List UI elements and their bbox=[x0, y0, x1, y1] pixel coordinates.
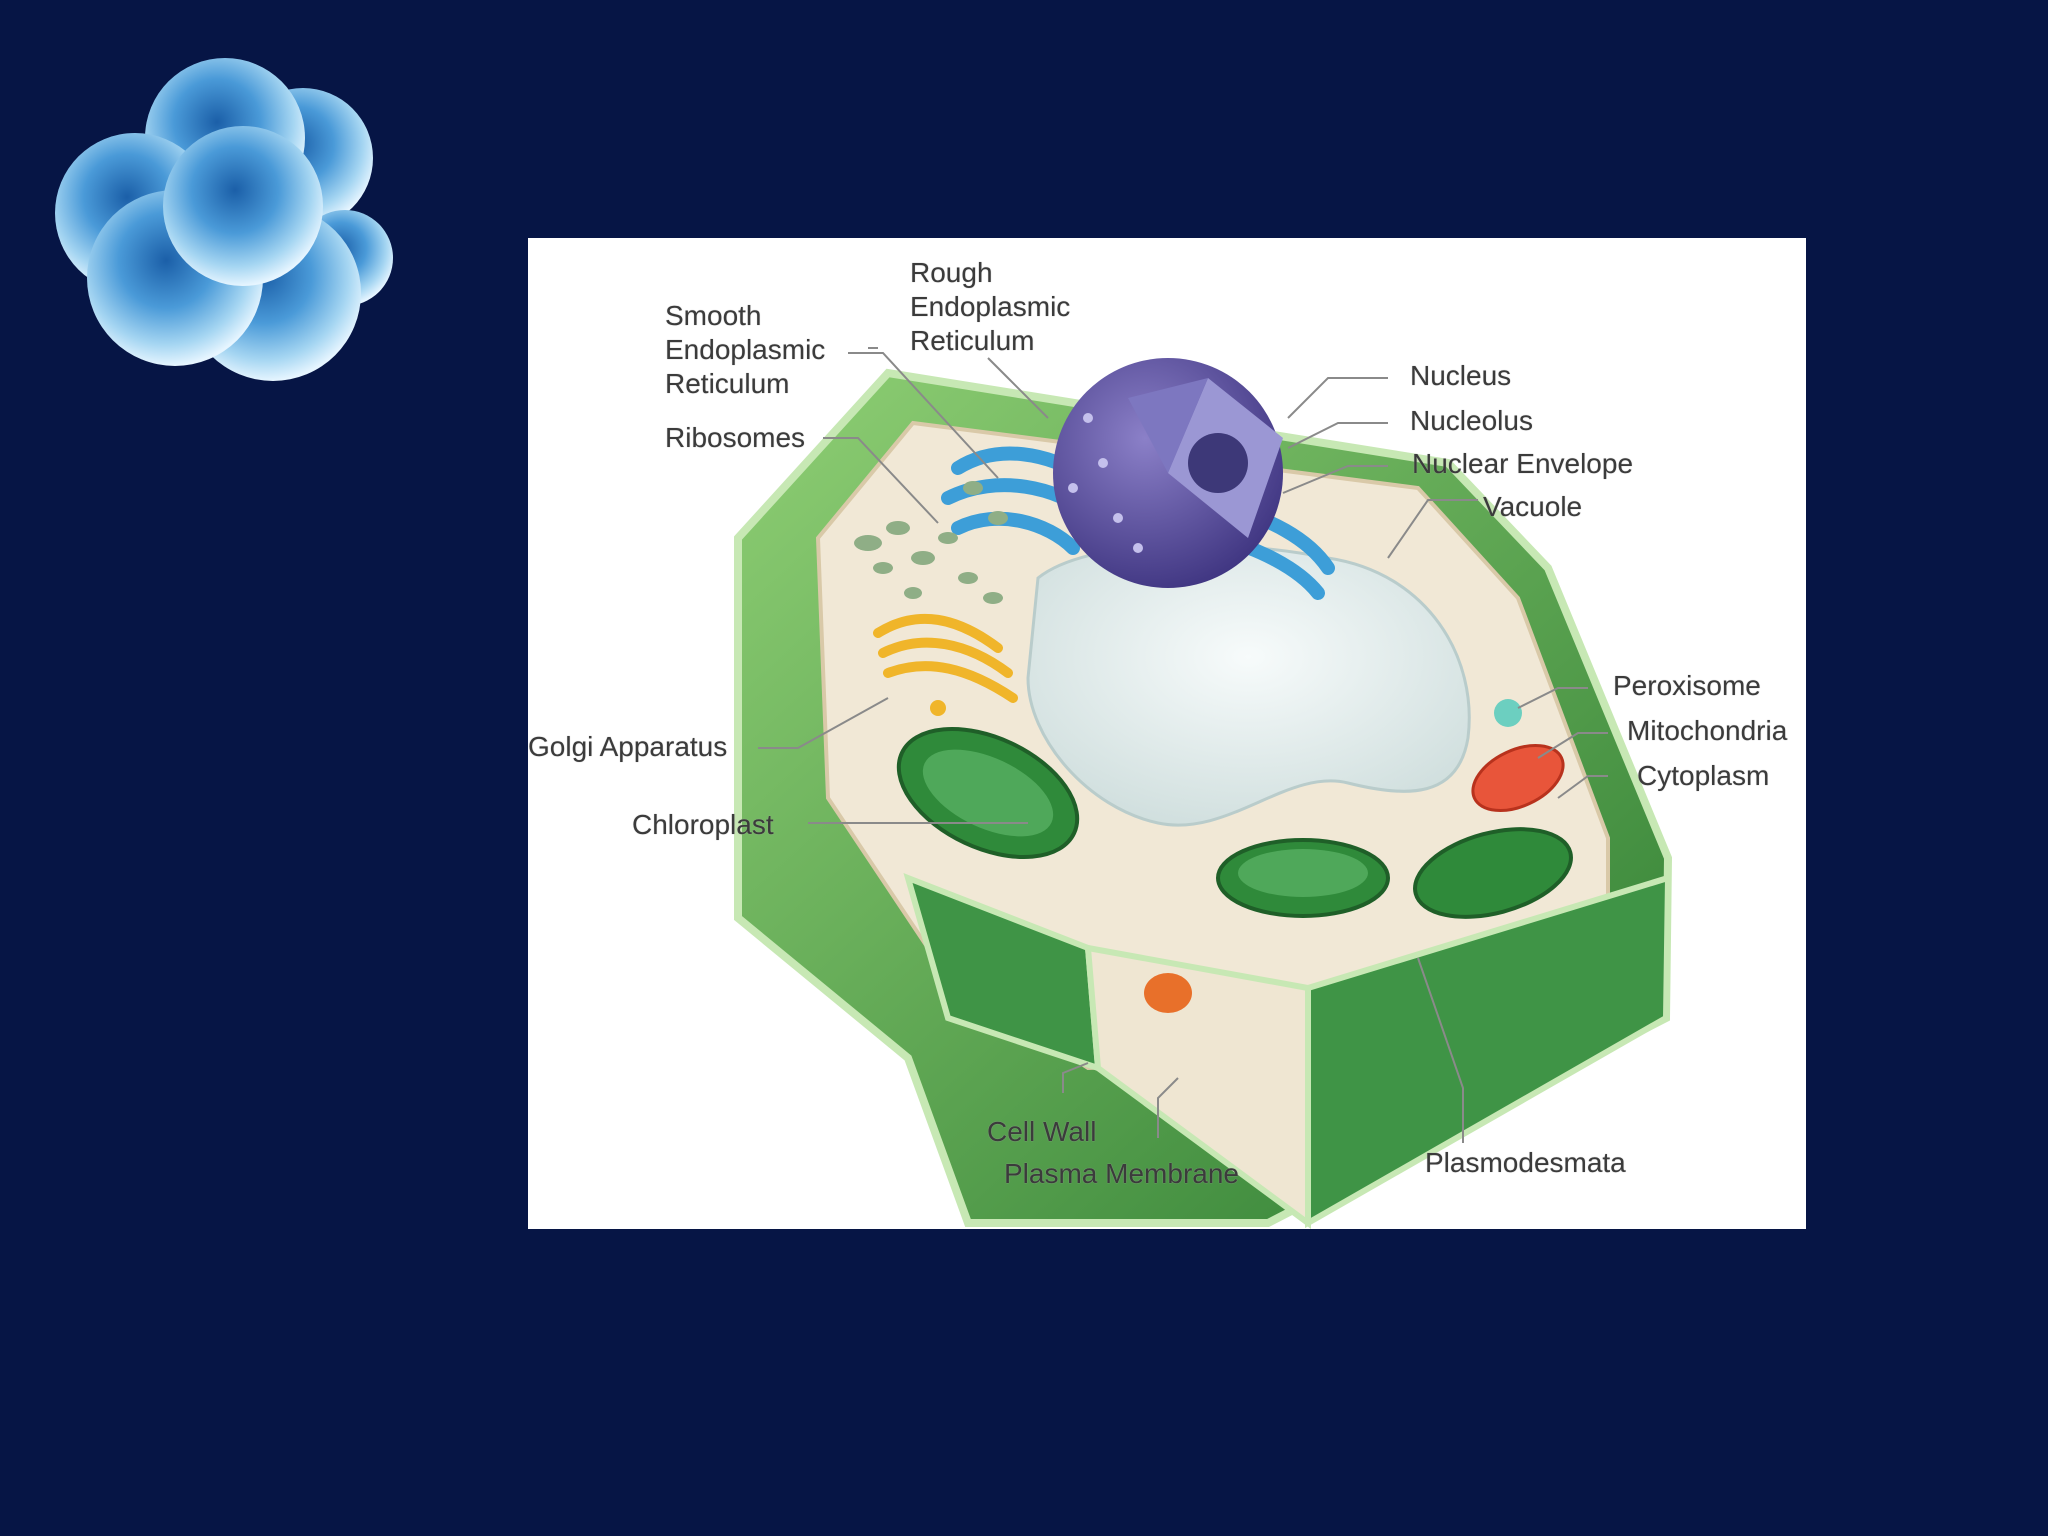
label-plasma-membrane: Plasma Membrane bbox=[1004, 1158, 1239, 1189]
nucleolus bbox=[1188, 433, 1248, 493]
golgi-apparatus bbox=[873, 613, 1018, 703]
label-plasmodesmata: Plasmodesmata bbox=[1425, 1147, 1626, 1178]
rough-er bbox=[941, 446, 1335, 600]
plant-cell-illustration bbox=[734, 347, 1673, 1229]
label-cell-wall: Cell Wall bbox=[987, 1116, 1097, 1147]
label-peroxisome: Peroxisome bbox=[1613, 670, 1761, 701]
label-nucleus: Nucleus bbox=[1410, 360, 1512, 391]
label-chloroplast: Chloroplast bbox=[632, 809, 774, 840]
chloroplast-3 bbox=[1413, 827, 1573, 919]
label-smooth-er: Smooth Endoplasmic Reticulum bbox=[665, 300, 826, 399]
label-ribosomes: Ribosomes bbox=[665, 422, 806, 453]
cell-cluster-image bbox=[55, 58, 393, 381]
label-golgi-apparatus: Golgi Apparatus bbox=[528, 731, 728, 762]
label-cytoplasm: Cytoplasm bbox=[1637, 760, 1770, 791]
label-rough-er: Rough Endoplasmic Reticulum bbox=[910, 257, 1071, 356]
ribosomes-and-smooth-er bbox=[854, 481, 1008, 604]
vacuole bbox=[1026, 543, 1471, 827]
plant-cell-diagram: Smooth Endoplasmic Reticulum Rough Endop… bbox=[528, 238, 1806, 1229]
label-vacuole: Vacuole bbox=[1483, 491, 1583, 522]
chloroplast bbox=[896, 726, 1080, 860]
mitochondria bbox=[1471, 744, 1565, 812]
peroxisome bbox=[1494, 699, 1522, 727]
label-mitochondria: Mitochondria bbox=[1627, 715, 1788, 746]
chloroplast-2 bbox=[1216, 838, 1390, 918]
label-nuclear-envelope: Nuclear Envelope bbox=[1412, 448, 1634, 479]
label-nucleolus: Nucleolus bbox=[1410, 405, 1533, 436]
